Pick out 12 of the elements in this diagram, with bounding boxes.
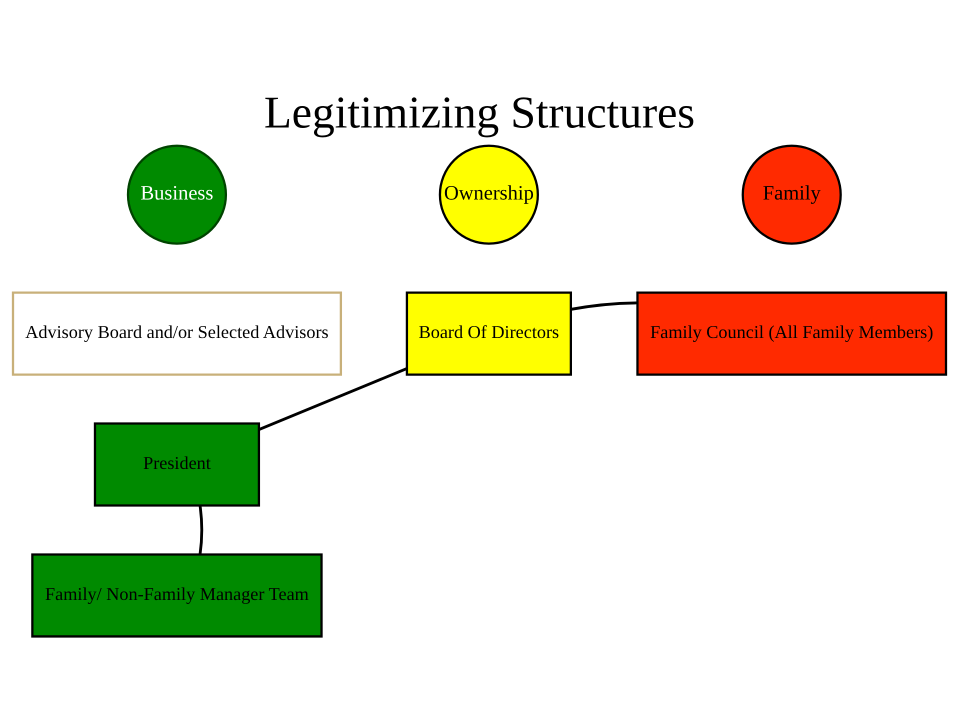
node-box: Family/ Non-Family Manager Team	[31, 553, 323, 638]
node-box: Board Of Directors	[406, 291, 572, 376]
connector	[258, 367, 408, 431]
diagram-title: Legitimizing Structures	[264, 86, 696, 138]
node-box: President	[94, 422, 260, 507]
node-box: Family Council (All Family Members)	[636, 291, 948, 376]
node-circle: Business	[126, 144, 228, 245]
node-circle: Family	[742, 144, 842, 245]
connector	[198, 505, 204, 555]
node-circle: Ownership	[438, 144, 539, 245]
node-box: Advisory Board and/or Selected Advisors	[12, 291, 342, 376]
connector	[570, 301, 638, 311]
